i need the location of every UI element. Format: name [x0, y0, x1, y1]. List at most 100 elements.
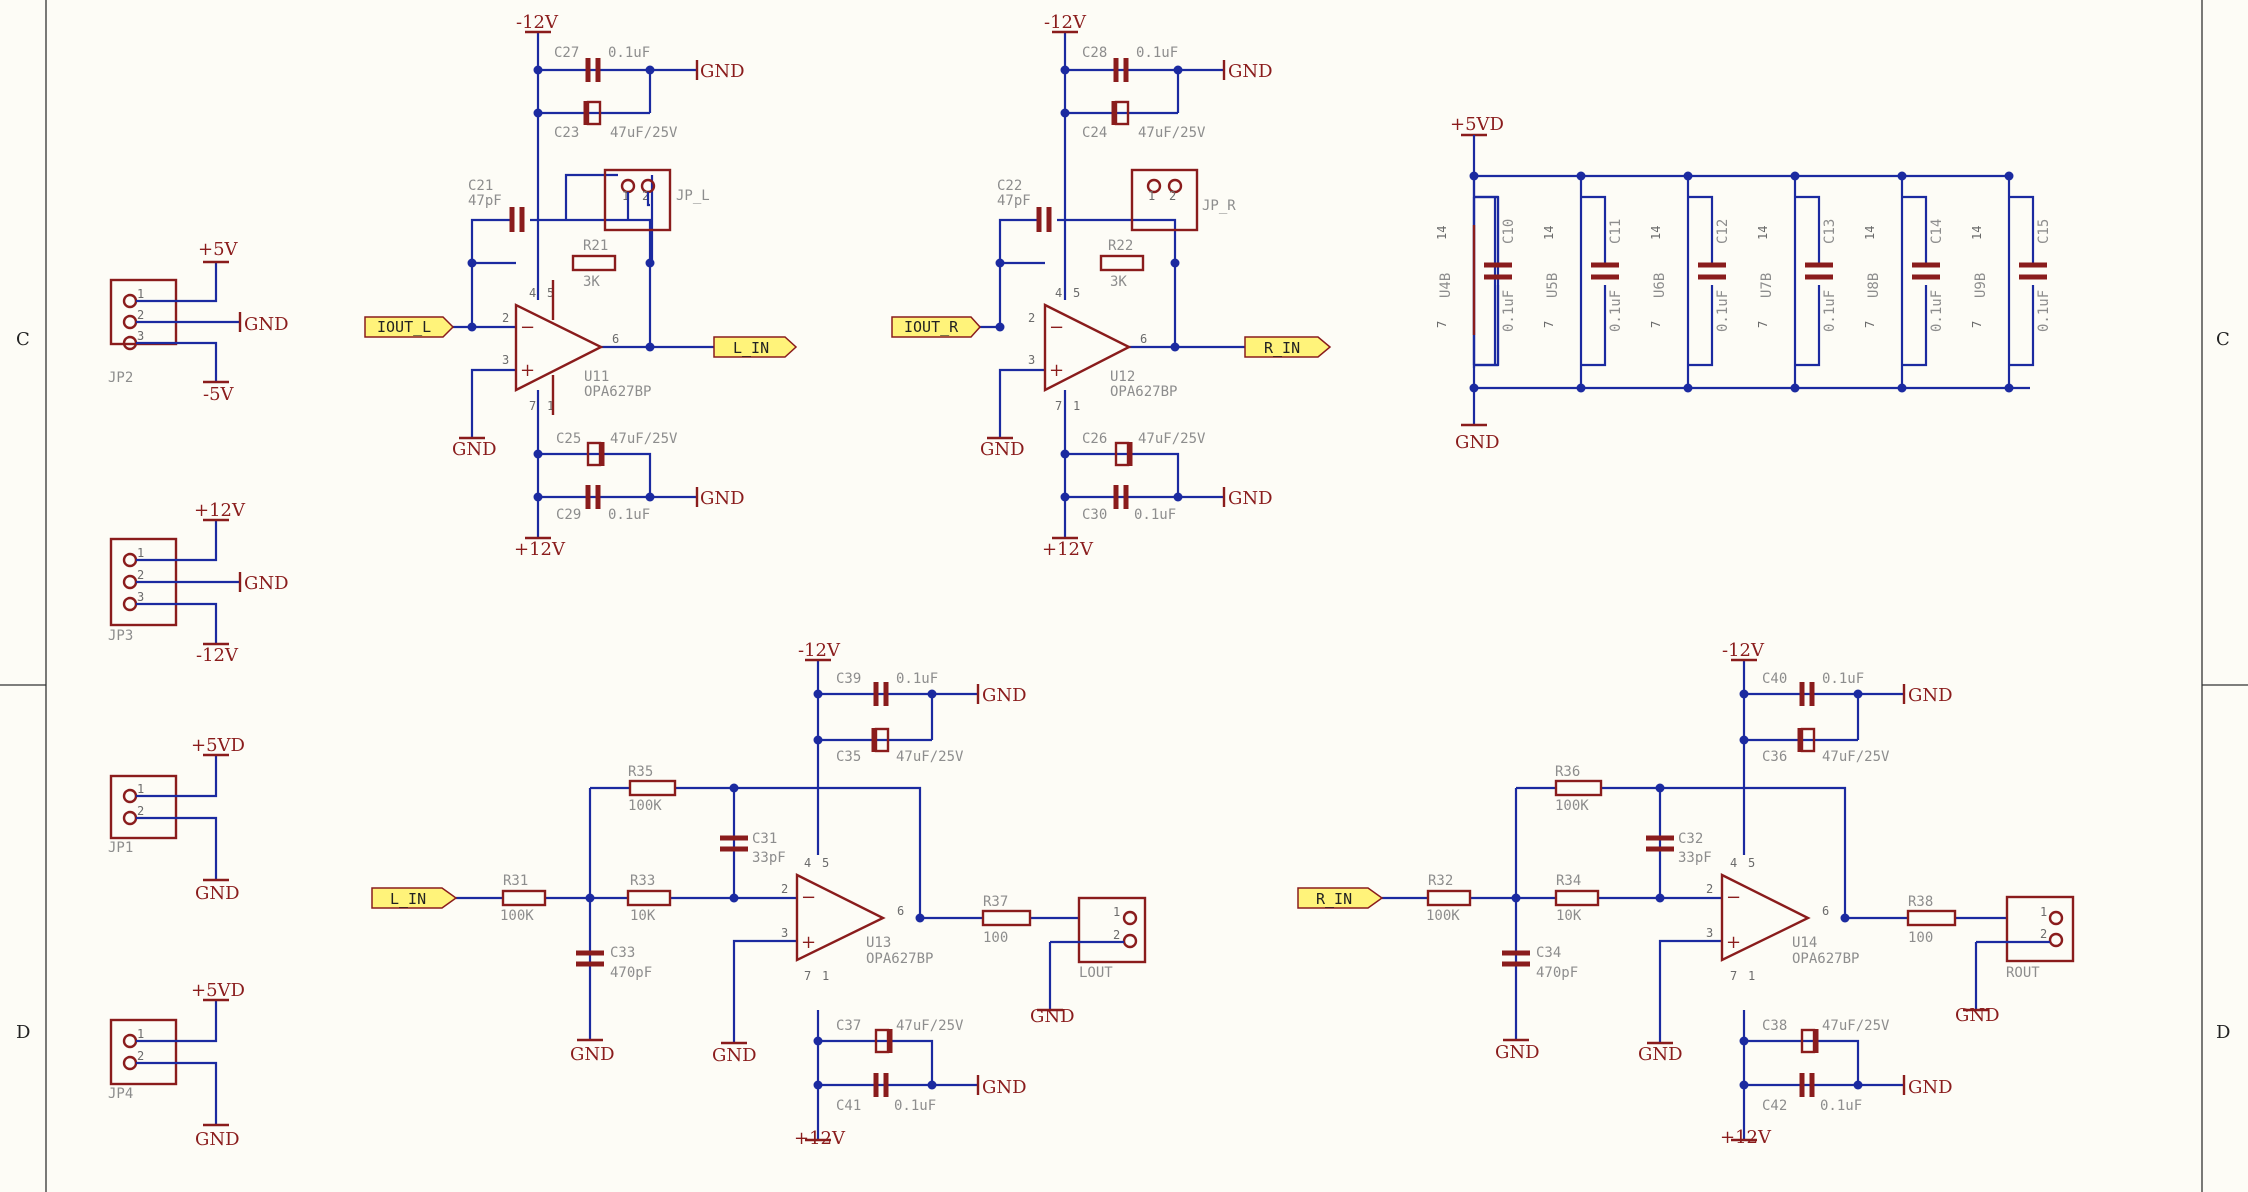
svg-text:1: 1 — [1148, 189, 1155, 203]
svg-text:U5B: U5B — [1545, 273, 1561, 298]
svg-text:+12V: +12V — [514, 539, 566, 560]
svg-text:+5VD: +5VD — [191, 980, 245, 1001]
svg-text:−: − — [1726, 887, 1741, 908]
svg-text:5: 5 — [1073, 286, 1080, 300]
svg-text:33pF: 33pF — [1678, 850, 1712, 866]
svg-text:GND: GND — [1228, 488, 1273, 509]
svg-text:C14: C14 — [1929, 219, 1945, 244]
svg-text:1: 1 — [137, 287, 144, 301]
svg-text:L_IN: L_IN — [390, 890, 426, 908]
svg-text:R35: R35 — [628, 764, 653, 780]
svg-text:GND: GND — [452, 439, 497, 460]
svg-text:GND: GND — [1638, 1044, 1683, 1065]
svg-text:C40: C40 — [1762, 671, 1787, 687]
svg-text:3: 3 — [1706, 926, 1713, 940]
svg-text:14: 14 — [1863, 226, 1877, 240]
svg-text:7: 7 — [529, 399, 536, 413]
svg-text:7: 7 — [1863, 321, 1877, 328]
port-r-in-out — [1244, 336, 1332, 358]
svg-text:C38: C38 — [1762, 1018, 1787, 1034]
svg-text:C30: C30 — [1082, 507, 1107, 523]
connector-jp-l-label: JP_L — [676, 188, 710, 204]
svg-text:GND: GND — [700, 488, 745, 509]
svg-text:0.1uF: 0.1uF — [894, 1098, 936, 1114]
svg-text:C35: C35 — [836, 749, 861, 765]
svg-text:OPA627BP: OPA627BP — [584, 384, 651, 400]
svg-text:U7B: U7B — [1759, 273, 1775, 298]
port-iout-r — [891, 316, 982, 338]
svg-text:14: 14 — [1649, 226, 1663, 240]
svg-text:10K: 10K — [630, 908, 656, 924]
svg-text:47pF: 47pF — [468, 193, 502, 209]
svg-text:GND: GND — [1455, 432, 1500, 453]
svg-text:C25: C25 — [556, 431, 581, 447]
svg-text:GND: GND — [982, 685, 1027, 706]
svg-text:U8B: U8B — [1866, 273, 1882, 298]
svg-text:47uF/25V: 47uF/25V — [1822, 749, 1890, 765]
svg-text:6: 6 — [612, 332, 619, 346]
svg-text:GND: GND — [980, 439, 1025, 460]
svg-text:33pF: 33pF — [752, 850, 786, 866]
stage-u12: -12V C28 0.1uF C24 47uF/25V GND C22 47pF… — [891, 12, 1332, 560]
svg-text:1: 1 — [137, 1027, 144, 1041]
svg-text:3: 3 — [1028, 353, 1035, 367]
svg-text:2: 2 — [1169, 189, 1176, 203]
connector-jp4[interactable]: 1 2 JP4 +5VD GND — [108, 980, 245, 1150]
svg-text:5: 5 — [547, 286, 554, 300]
svg-text:GND: GND — [1228, 61, 1273, 82]
svg-text:7: 7 — [1756, 321, 1770, 328]
svg-text:-5V: -5V — [203, 384, 235, 405]
svg-text:C31: C31 — [752, 831, 777, 847]
svg-text:GND: GND — [1955, 1005, 2000, 1026]
port-l-in — [371, 887, 458, 909]
svg-text:47uF/25V: 47uF/25V — [1822, 1018, 1890, 1034]
svg-text:0.1uF: 0.1uF — [1134, 507, 1176, 523]
svg-text:C27: C27 — [554, 45, 579, 61]
svg-text:OPA627BP: OPA627BP — [866, 951, 933, 967]
svg-text:IOUT_L: IOUT_L — [377, 318, 431, 336]
svg-text:GND: GND — [244, 314, 289, 335]
svg-text:C37: C37 — [836, 1018, 861, 1034]
svg-text:47uF/25V: 47uF/25V — [1138, 125, 1206, 141]
svg-text:7: 7 — [1649, 321, 1663, 328]
stage-u13: -12V C39 0.1uF C35 47uF/25V GND R35 100K… — [371, 640, 1147, 1149]
connector-jp3[interactable]: 1 2 3 JP3 +12V GND -12V — [108, 500, 289, 666]
svg-text:5: 5 — [822, 856, 829, 870]
svg-text:GND: GND — [1908, 685, 1953, 706]
svg-text:47uF/25V: 47uF/25V — [896, 1018, 964, 1034]
svg-text:14: 14 — [1542, 226, 1556, 240]
connector-jp3-label: JP3 — [108, 628, 133, 644]
svg-text:R_IN: R_IN — [1264, 339, 1300, 357]
svg-text:47uF/25V: 47uF/25V — [896, 749, 964, 765]
connector-jp1[interactable]: 1 2 JP1 +5VD GND — [108, 735, 245, 904]
svg-text:0.1uF: 0.1uF — [1822, 671, 1864, 687]
svg-text:+5V: +5V — [198, 239, 239, 260]
svg-text:100: 100 — [1908, 930, 1933, 946]
decoupling-unit-0: 14 7 U4B C10 0.1uF — [1435, 176, 1517, 368]
svg-text:R34: R34 — [1556, 873, 1581, 889]
svg-text:100K: 100K — [500, 908, 534, 924]
svg-text:0.1uF: 0.1uF — [1715, 290, 1731, 332]
svg-text:IOUT_R: IOUT_R — [904, 318, 959, 336]
svg-text:GND: GND — [1030, 1006, 1075, 1027]
connector-jp4-label: JP4 — [108, 1086, 133, 1102]
svg-text:0.1uF: 0.1uF — [896, 671, 938, 687]
connector-jp2[interactable]: 1 2 3 JP2 +5V GND -5V — [108, 239, 289, 405]
svg-text:3: 3 — [502, 353, 509, 367]
svg-text:GND: GND — [195, 1129, 240, 1150]
svg-text:100K: 100K — [1555, 798, 1589, 814]
zone-label-left-c: C — [16, 329, 30, 350]
svg-text:-12V: -12V — [1044, 12, 1087, 33]
svg-text:7: 7 — [1055, 399, 1062, 413]
svg-text:3: 3 — [781, 926, 788, 940]
svg-text:3K: 3K — [583, 274, 600, 290]
svg-text:47uF/25V: 47uF/25V — [1138, 431, 1206, 447]
svg-text:3: 3 — [137, 329, 144, 343]
svg-text:0.1uF: 0.1uF — [1608, 290, 1624, 332]
svg-text:GND: GND — [195, 883, 240, 904]
